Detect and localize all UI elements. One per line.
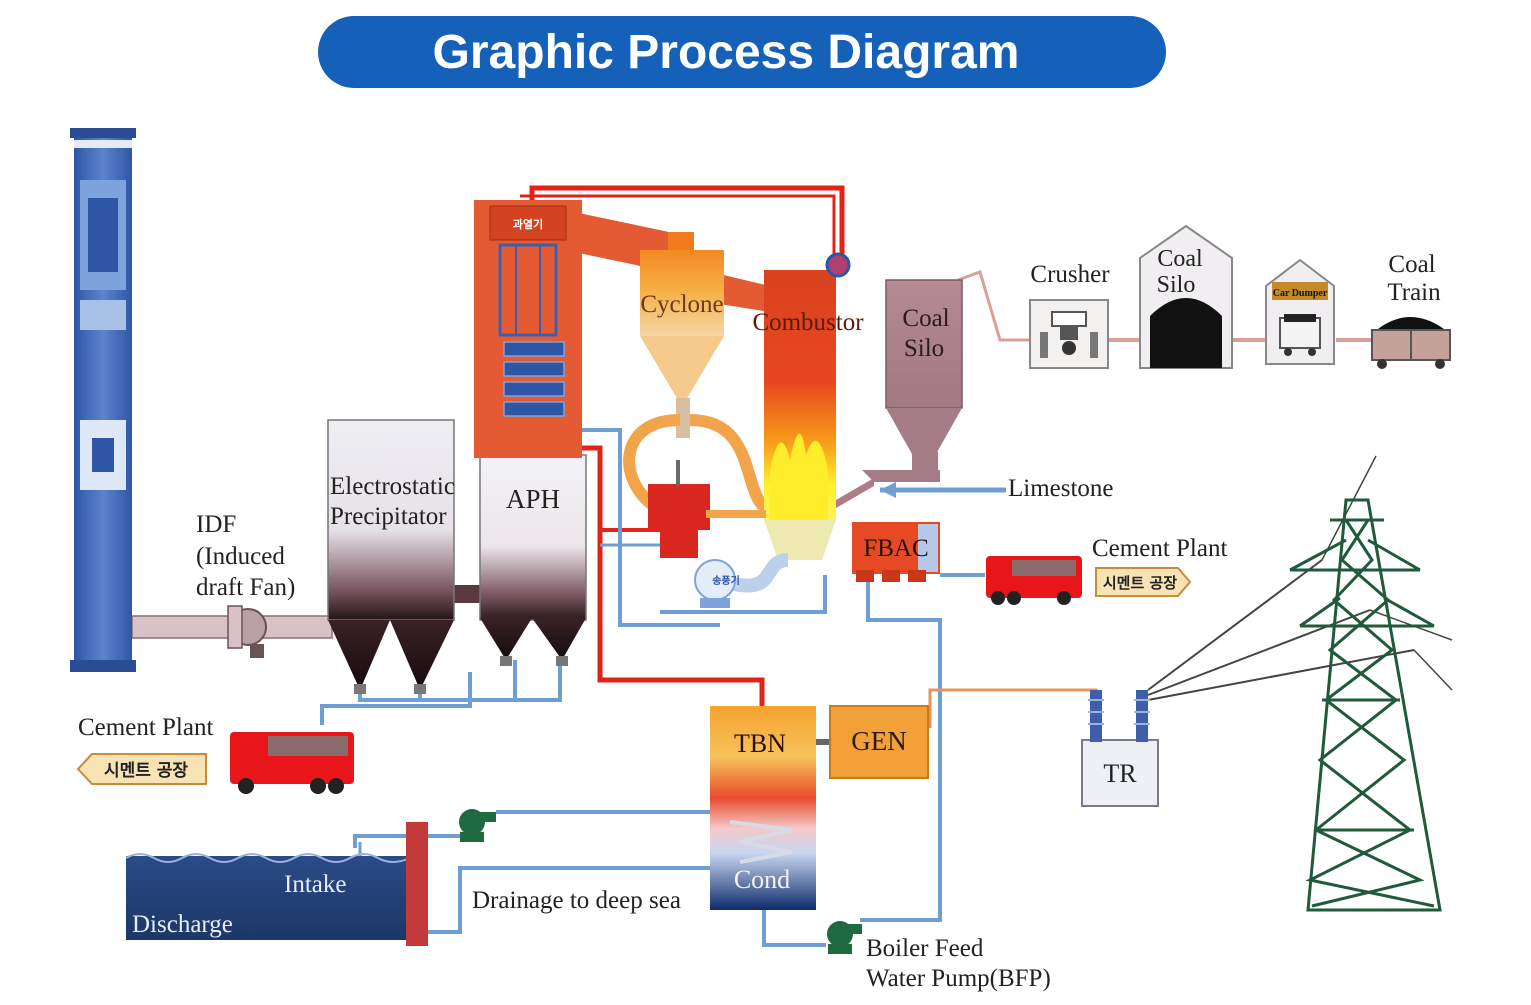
transformer	[1081, 690, 1159, 807]
idf-label-line3: draft Fan)	[196, 574, 295, 601]
bfp-label-line1: Boiler Feed	[866, 935, 984, 962]
bfp-label-line2: Water Pump(BFP)	[866, 965, 1051, 992]
cement-plant-right-korean: 시멘트 공장	[1103, 574, 1177, 592]
coal-train-label-line2: Train	[1387, 279, 1441, 306]
blower-label: 송풍기	[712, 574, 740, 587]
coal-silo-top-label-line1: Coal	[1157, 246, 1203, 272]
circulating-water-pump	[459, 809, 496, 842]
cyclone	[623, 232, 773, 558]
boiler-feed-water-pump	[827, 921, 862, 954]
discharge-label: Discharge	[132, 911, 233, 938]
coal-silo-top-label-line2: Silo	[1157, 272, 1196, 298]
coal-train-label-line1: Coal	[1388, 251, 1435, 278]
chimney-stack	[70, 128, 136, 672]
esp-label-line2: Precipitator	[330, 503, 447, 530]
cement-plant-left-label: Cement Plant	[78, 714, 213, 741]
coal-silo-main-label-line1: Coal	[902, 305, 949, 332]
idf-label-line2: (Induced	[196, 543, 285, 570]
gen-label: GEN	[851, 726, 907, 756]
coal-silo-main-label-line2: Silo	[904, 335, 944, 362]
idf-label-line1: IDF	[196, 511, 236, 538]
electrostatic-precipitator	[327, 419, 455, 694]
heat-exchanger-label: 과열기	[513, 217, 543, 231]
cement-truck-left	[230, 732, 354, 794]
coal-silo-main	[862, 279, 963, 482]
crusher-label: Crusher	[1030, 261, 1110, 288]
cyclone-label: Cyclone	[640, 291, 723, 318]
coal-train	[1371, 317, 1451, 369]
pipes	[131, 185, 1453, 947]
valve-icon	[825, 252, 851, 278]
cement-plant-left-arrow-icon	[76, 753, 207, 785]
drainage-label: Drainage to deep sea	[472, 887, 681, 914]
limestone-arrow-icon	[880, 482, 896, 498]
fbac-label: FBAC	[863, 535, 928, 562]
coal-silo-top	[1139, 224, 1233, 369]
boiler-backpass: 과열기	[474, 200, 770, 458]
cement-truck-right	[986, 556, 1082, 605]
air-preheater	[479, 454, 587, 666]
page-title: Graphic Process Diagram	[433, 26, 1020, 79]
cement-plant-right-arrow-icon	[1095, 567, 1192, 597]
combustor: 송풍기	[694, 270, 874, 608]
intake-label: Intake	[284, 871, 346, 898]
sea-basin	[125, 822, 428, 946]
tbn-label: TBN	[734, 729, 786, 758]
limestone-label: Limestone	[1008, 475, 1114, 502]
car-dumper	[1265, 258, 1335, 365]
cement-plant-right-label: Cement Plant	[1092, 535, 1227, 562]
aph-label: APH	[506, 484, 560, 514]
cement-plant-left-korean: 시멘트 공장	[104, 761, 188, 781]
title-banner: Graphic Process Diagram	[318, 16, 1166, 88]
tr-label: TR	[1103, 759, 1137, 788]
esp-label-line1: Electrostatic	[330, 473, 455, 500]
combustor-label: Combustor	[752, 309, 864, 336]
fbac	[852, 522, 940, 582]
transmission-tower	[1289, 498, 1442, 912]
car-dumper-label: Car Dumper	[1273, 288, 1328, 299]
generator	[829, 705, 929, 779]
induced-draft-fan	[227, 605, 267, 658]
cond-label: Cond	[734, 865, 790, 894]
turbine-condenser	[710, 706, 816, 910]
crusher	[1029, 299, 1109, 369]
